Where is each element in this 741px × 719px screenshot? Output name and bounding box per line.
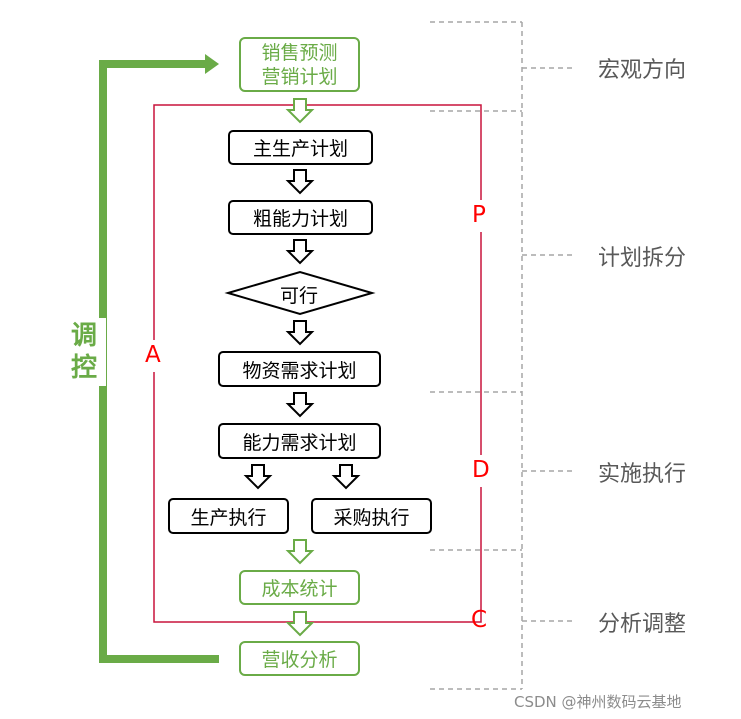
cost-accounting-text: 成本统计 — [261, 578, 338, 600]
mrp-box: 物资需求计划 — [218, 351, 381, 387]
pdca-c: C — [471, 607, 488, 633]
arrow-green-1 — [285, 98, 315, 124]
arrow-4 — [285, 392, 315, 418]
cost-accounting-box: 成本统计 — [239, 570, 360, 605]
phase-label-1: 宏观方向 — [598, 58, 687, 83]
purchase-exec-box: 采购执行 — [311, 498, 432, 534]
flow-arrows — [243, 98, 361, 637]
crp-box: 能力需求计划 — [218, 423, 381, 459]
purchase-exec-text: 采购执行 — [333, 506, 410, 529]
pdca-a: A — [145, 342, 161, 368]
control-label-line1: 调 — [70, 321, 97, 351]
arrow-3 — [285, 320, 315, 346]
feasible-text: 可行 — [280, 285, 319, 307]
frame-gap-a — [143, 340, 165, 372]
crp-text: 能力需求计划 — [242, 431, 357, 454]
mps-text: 主生产计划 — [252, 138, 348, 160]
arrow-green-2 — [285, 539, 315, 565]
pdca-p: P — [472, 202, 486, 228]
control-label-bg — [66, 318, 106, 386]
arrow-1 — [285, 169, 315, 195]
arrow-green-3 — [285, 611, 315, 637]
frame-gap-d — [470, 455, 492, 487]
frame-gap-p — [470, 200, 492, 232]
rccp-box: 粗能力计划 — [228, 200, 373, 235]
production-exec-box: 生产执行 — [168, 498, 289, 534]
arrow-left — [243, 464, 273, 490]
mrp-text: 物资需求计划 — [242, 359, 357, 382]
sales-forecast-text: 销售预测 — [261, 41, 338, 64]
mps-box: 主生产计划 — [228, 130, 373, 165]
phase-label-3: 实施执行 — [598, 462, 687, 487]
feasible-diamond — [224, 270, 376, 316]
phase-label-2: 计划拆分 — [598, 246, 687, 271]
watermark: CSDN @神州数码云基地 — [514, 693, 682, 711]
control-loop-arrowhead — [205, 54, 219, 74]
revenue-analysis-text: 营收分析 — [261, 649, 338, 671]
marketing-plan-text: 营销计划 — [261, 65, 338, 88]
arrow-right — [331, 464, 361, 490]
control-loop-bottom — [99, 655, 219, 663]
sales-marketing-box: 销售预测 营销计划 — [239, 37, 360, 92]
arrow-2 — [285, 239, 315, 265]
control-label: 调 控 — [68, 320, 100, 384]
production-exec-text: 生产执行 — [190, 506, 267, 529]
phase-brackets — [430, 21, 572, 690]
phase-label-4: 分析调整 — [598, 612, 687, 637]
rccp-text: 粗能力计划 — [252, 208, 348, 230]
control-label-line2: 控 — [70, 353, 97, 383]
revenue-analysis-box: 营收分析 — [239, 641, 360, 676]
pdca-d: D — [472, 457, 490, 483]
control-loop-top — [99, 60, 207, 68]
